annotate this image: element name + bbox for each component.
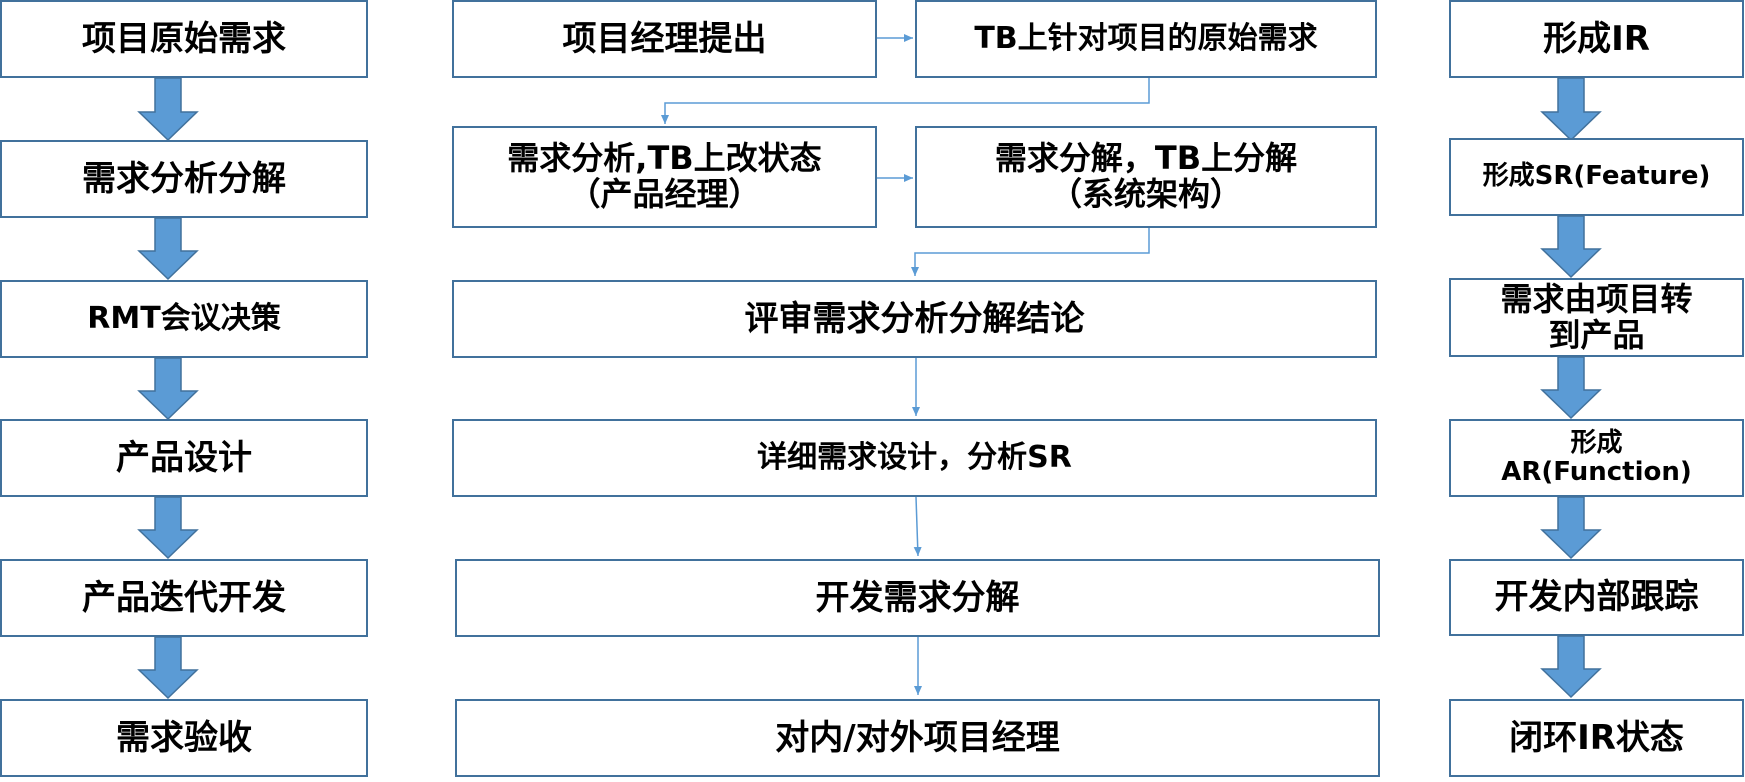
right-box-form-sr: 形成SR(Feature) xyxy=(1449,138,1744,216)
right-block-arrow-3 xyxy=(1540,356,1602,420)
right-box-project-to-product: 需求由项目转 到产品 xyxy=(1449,278,1744,357)
left-box-label: 需求验收 xyxy=(116,717,252,758)
left-box-label: RMT会议决策 xyxy=(87,301,281,337)
right-block-arrow-2 xyxy=(1540,215,1602,279)
left-box-analysis-decompose: 需求分析分解 xyxy=(0,140,368,218)
mid-box-project-manager: 对内/对外项目经理 xyxy=(455,699,1380,777)
left-box-label: 产品迭代开发 xyxy=(82,577,286,618)
mid-box-tb-original: TB上针对项目的原始需求 xyxy=(915,0,1377,78)
right-box-form-ar: 形成 AR(Function) xyxy=(1449,419,1744,497)
right-block-arrow-4 xyxy=(1540,496,1602,560)
left-box-product-design: 产品设计 xyxy=(0,419,368,497)
left-box-acceptance: 需求验收 xyxy=(0,699,368,777)
mid-box-pm-propose: 项目经理提出 xyxy=(452,0,877,78)
left-box-label: 需求分析分解 xyxy=(82,158,286,199)
left-box-label: 项目原始需求 xyxy=(82,18,286,59)
mid-box-label: 需求分析,TB上改状态 （产品经理） xyxy=(507,139,822,213)
right-box-internal-tracking: 开发内部跟踪 xyxy=(1449,559,1744,636)
left-block-arrow-1 xyxy=(137,77,199,142)
right-box-label: 开发内部跟踪 xyxy=(1494,577,1699,618)
right-box-label: 形成 AR(Function) xyxy=(1501,427,1692,487)
right-box-form-ir: 形成IR xyxy=(1449,0,1744,78)
right-box-label: 形成SR(Feature) xyxy=(1482,161,1711,192)
mid-box-label: 评审需求分析分解结论 xyxy=(744,298,1085,339)
mid-box-label: 项目经理提出 xyxy=(562,18,767,59)
left-box-iteration-dev: 产品迭代开发 xyxy=(0,559,368,637)
mid-box-decompose: 需求分解，TB上分解 （系统架构） xyxy=(915,126,1377,228)
connector-decompose-to-review xyxy=(911,228,1150,276)
mid-box-dev-decompose: 开发需求分解 xyxy=(455,559,1380,637)
left-block-arrow-2 xyxy=(137,217,199,281)
mid-box-analysis-status: 需求分析,TB上改状态 （产品经理） xyxy=(452,126,877,228)
left-block-arrow-3 xyxy=(137,357,199,421)
mid-box-detail-design: 详细需求设计，分析SR xyxy=(452,419,1377,497)
right-box-label: 形成IR xyxy=(1543,18,1650,59)
right-box-label: 闭环IR状态 xyxy=(1509,717,1684,758)
mid-box-label: 对内/对外项目经理 xyxy=(775,717,1060,758)
right-block-arrow-5 xyxy=(1540,635,1602,699)
mid-box-label: 需求分解，TB上分解 （系统架构） xyxy=(994,139,1298,213)
right-box-close-ir: 闭环IR状态 xyxy=(1449,699,1744,777)
left-block-arrow-4 xyxy=(137,496,199,560)
connector-detail-to-dev xyxy=(913,496,922,557)
mid-box-label: 详细需求设计，分析SR xyxy=(757,440,1072,476)
right-box-label: 需求由项目转 到产品 xyxy=(1500,279,1693,354)
left-block-arrow-5 xyxy=(137,636,199,700)
left-box-rmt-decision: RMT会议决策 xyxy=(0,280,368,358)
mid-box-review: 评审需求分析分解结论 xyxy=(452,280,1377,358)
connector-tb-to-analysis xyxy=(661,78,1150,124)
left-box-original-requirement: 项目原始需求 xyxy=(0,0,368,78)
right-block-arrow-1 xyxy=(1540,77,1602,142)
mid-box-label: TB上针对项目的原始需求 xyxy=(974,21,1318,57)
mid-box-label: 开发需求分解 xyxy=(815,577,1020,618)
left-box-label: 产品设计 xyxy=(116,437,252,478)
